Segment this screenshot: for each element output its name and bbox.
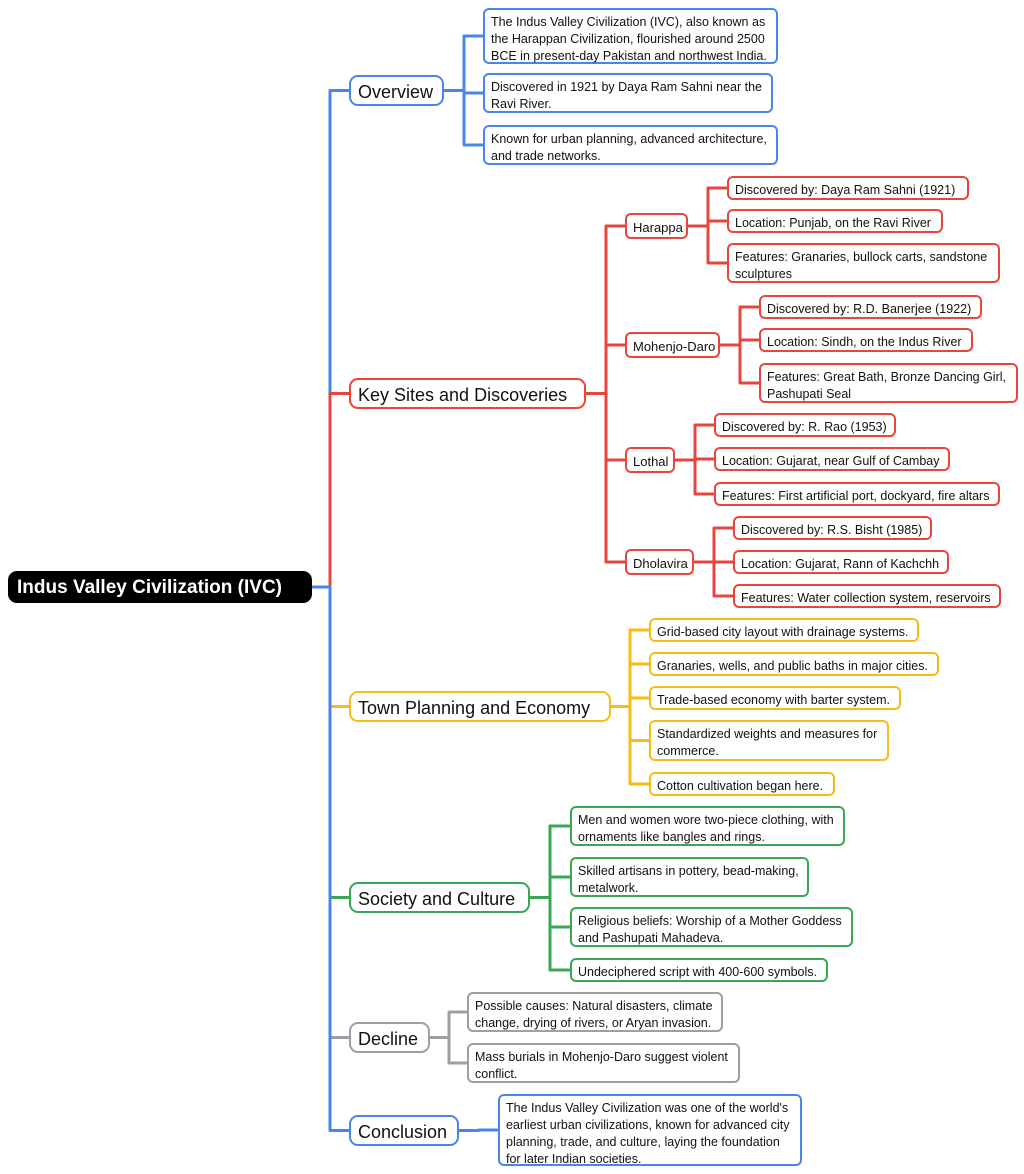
branch-3-link-4 [628,705,651,742]
harappa-item-1[interactable]: Discovered by: Daya Ram Sahni (1921) [727,176,969,200]
branch-4-link-4 [548,896,572,972]
mohenjo-daro-item-1[interactable]: Discovered by: R.D. Banerjee (1922) [759,295,982,319]
root-node[interactable]: Indus Valley Civilization (IVC) [8,571,312,603]
society-item-1[interactable]: Men and women wore two-piece clothing, w… [570,806,845,846]
decline-item-1[interactable]: Possible causes: Natural disasters, clim… [467,992,723,1032]
branch-3-link-5 [628,705,651,786]
branch-town-planning[interactable]: Town Planning and Economy [349,691,611,722]
branch-society-culture[interactable]: Society and Culture [349,882,530,913]
branch-5-link-1 [447,1010,469,1039]
town-planning-item-5[interactable]: Cotton cultivation began here. [649,772,835,796]
branch-5-link-2 [447,1036,469,1065]
branch-3-link-2 [628,662,651,708]
town-planning-item-2[interactable]: Granaries, wells, and public baths in ma… [649,652,939,676]
branch-2-sub-1-link-1 [706,186,729,228]
site-harappa[interactable]: Harappa [625,213,688,239]
branch-3-link-3 [628,696,651,708]
lothal-item-2[interactable]: Location: Gujarat, near Gulf of Cambay [714,447,950,471]
town-planning-item-1[interactable]: Grid-based city layout with drainage sys… [649,618,919,642]
branch-2-link-1 [604,224,627,395]
dholavira-item-1[interactable]: Discovered by: R.S. Bisht (1985) [733,516,932,540]
branch-1-link-3 [462,89,485,147]
site-dholavira[interactable]: Dholavira [625,549,694,575]
branch-2-sub-1-link-2 [706,219,729,228]
mohenjo-daro-item-3[interactable]: Features: Great Bath, Bronze Dancing Gir… [759,363,1018,403]
trunk-link-3 [328,585,351,708]
branch-2-sub-2-link-1 [738,305,761,347]
branch-decline[interactable]: Decline [349,1022,430,1053]
trunk-link-4 [328,585,351,899]
overview-item-1[interactable]: The Indus Valley Civilization (IVC), als… [483,8,778,64]
branch-4-link-3 [548,896,572,929]
branch-6-link-1 [477,1128,500,1132]
dholavira-item-2[interactable]: Location: Gujarat, Rann of Kachchh [733,550,949,574]
lothal-item-1[interactable]: Discovered by: R. Rao (1953) [714,413,896,437]
trunk-link-1 [328,89,351,589]
branch-2-sub-2-link-3 [738,343,761,385]
overview-item-2[interactable]: Discovered in 1921 by Daya Ram Sahni nea… [483,73,773,113]
trunk-link-5 [328,585,351,1039]
branch-4-link-2 [548,875,572,899]
branch-2-sub-3-link-1 [693,423,716,462]
society-item-4[interactable]: Undeciphered script with 400-600 symbols… [570,958,828,982]
site-mohenjo-daro[interactable]: Mohenjo-Daro [625,332,720,358]
branch-4-link-1 [548,824,572,899]
branch-key-sites[interactable]: Key Sites and Discoveries [349,378,586,409]
lothal-item-3[interactable]: Features: First artificial port, dockyar… [714,482,1000,506]
society-item-3[interactable]: Religious beliefs: Worship of a Mother G… [570,907,853,947]
branch-conclusion[interactable]: Conclusion [349,1115,459,1146]
dholavira-item-3[interactable]: Features: Water collection system, reser… [733,584,1001,608]
mohenjo-daro-item-2[interactable]: Location: Sindh, on the Indus River [759,328,973,352]
town-planning-item-3[interactable]: Trade-based economy with barter system. [649,686,901,710]
branch-2-sub-3-link-2 [693,457,716,462]
branch-1-link-1 [462,34,485,92]
branch-2-sub-3-link-3 [693,458,716,496]
trunk-link-6 [328,585,351,1132]
overview-item-3[interactable]: Known for urban planning, advanced archi… [483,125,778,165]
site-lothal[interactable]: Lothal [625,447,675,473]
trunk-link-2 [328,392,351,589]
branch-2-sub-4-link-1 [712,526,735,564]
branch-1-link-2 [462,89,485,95]
branch-2-link-3 [604,392,627,462]
branch-2-sub-2-link-2 [738,338,761,347]
branch-3-link-1 [628,628,651,708]
society-item-2[interactable]: Skilled artisans in pottery, bead-making… [570,857,809,897]
harappa-item-3[interactable]: Features: Granaries, bullock carts, sand… [727,243,1000,283]
branch-2-sub-4-link-3 [712,560,735,598]
branch-2-link-4 [604,392,627,564]
harappa-item-2[interactable]: Location: Punjab, on the Ravi River [727,209,943,233]
branch-2-sub-1-link-3 [706,224,729,265]
decline-item-2[interactable]: Mass burials in Mohenjo-Daro suggest vio… [467,1043,740,1083]
conclusion-item-1[interactable]: The Indus Valley Civilization was one of… [498,1094,802,1166]
branch-2-link-2 [604,343,627,395]
branch-overview[interactable]: Overview [349,75,444,106]
